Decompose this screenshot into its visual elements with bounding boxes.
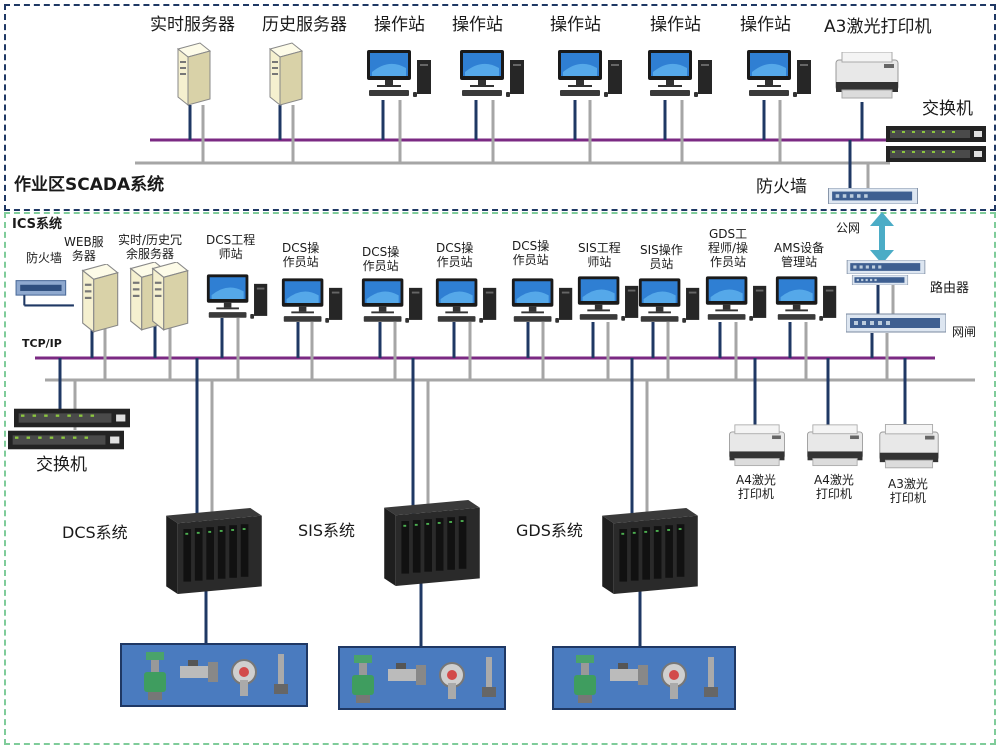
ics-firewall-icon <box>14 276 76 308</box>
ics-workstation-icon <box>637 278 703 326</box>
ics-switch-icon <box>14 408 130 428</box>
system-label: GDS系统 <box>516 521 583 540</box>
web-server-label: WEB服务器 <box>64 235 104 263</box>
scada-workstation-icon <box>458 50 528 100</box>
a3-printer-icon <box>876 424 942 472</box>
web-server-icon <box>76 264 120 334</box>
ics-firewall-label: 防火墙 <box>26 251 63 265</box>
field-instruments-icon <box>556 649 736 709</box>
scada-firewall-icon <box>828 188 918 204</box>
scada-device-label: 操作站 <box>452 15 503 35</box>
router-label: 路由器 <box>930 281 970 296</box>
scada-workstation-icon <box>365 50 435 100</box>
scada-realtime-server-icon <box>172 42 212 108</box>
dcs-cabinet-icon <box>164 508 264 594</box>
scada-zone-title: 作业区SCADA系统 <box>14 175 165 195</box>
public-network-double-arrow <box>870 212 894 264</box>
ics-station-label: DCS操作员站 <box>512 239 550 267</box>
ics-switch-icon <box>8 430 124 450</box>
ics-station-label: GDS工程师/操作员站 <box>708 227 749 269</box>
system-label: DCS系统 <box>62 523 128 542</box>
gateway-icon <box>846 312 946 334</box>
sis-field-instruments-panel <box>338 646 506 710</box>
ics-workstation-icon <box>280 278 346 326</box>
scada-a3-printer-icon <box>832 52 902 102</box>
scada-device-label: 操作站 <box>650 15 701 35</box>
ics-workstation-icon <box>510 278 576 326</box>
dcs-field-instruments-panel <box>120 643 308 707</box>
ics-switch-label: 交换机 <box>36 455 87 475</box>
scada-device-label: 历史服务器 <box>262 15 347 35</box>
gds-cabinet-icon <box>600 508 700 594</box>
system-label: SIS系统 <box>298 521 356 540</box>
field-instruments-icon <box>342 649 506 709</box>
scada-workstation-icon <box>745 50 815 100</box>
scada-switch-icon <box>886 146 986 162</box>
ics-station-label: DCS操作员站 <box>436 241 474 269</box>
scada-firewall-label: 防火墙 <box>756 177 807 197</box>
field-instruments-icon <box>124 646 308 706</box>
ics-workstation-icon <box>774 276 840 324</box>
ics-station-label: SIS工程师站 <box>578 241 621 269</box>
router-icon <box>846 260 926 274</box>
scada-switch-icon <box>886 126 986 142</box>
public-network-label: 公网 <box>836 221 861 235</box>
scada-device-label: 操作站 <box>740 15 791 35</box>
printer-label: A4激光打印机 <box>736 473 776 501</box>
printer-label: A3激光打印机 <box>888 477 928 505</box>
scada-device-label: 操作站 <box>550 15 601 35</box>
scada-workstation-icon <box>556 50 626 100</box>
ics-zone <box>4 212 996 745</box>
ics-workstation-icon <box>704 276 770 324</box>
router-icon <box>840 275 920 285</box>
gds-field-instruments-panel <box>552 646 736 710</box>
scada-device-label: 实时服务器 <box>150 15 235 35</box>
ics-workstation-icon <box>576 276 642 324</box>
ics-station-label: SIS操作员站 <box>640 243 683 271</box>
printer-label: A4激光打印机 <box>814 473 854 501</box>
redundant-server-icon <box>146 262 190 332</box>
scada-device-label: 操作站 <box>374 15 425 35</box>
tcpip-label: TCP/IP <box>22 337 62 350</box>
scada-history-server-icon <box>264 42 304 108</box>
sis-cabinet-icon <box>382 500 482 586</box>
ics-workstation-icon <box>434 278 500 326</box>
ics-station-label: DCS操作员站 <box>282 241 320 269</box>
ics-workstation-icon <box>205 274 271 322</box>
scada-zone <box>4 4 996 211</box>
scada-workstation-icon <box>646 50 716 100</box>
ics-station-label: AMS设备管理站 <box>774 241 825 269</box>
ics-zone-title: ICS系统 <box>12 217 62 232</box>
a4-printer-icon <box>726 424 788 470</box>
redundant-server-label: 实时/历史冗余服务器 <box>118 233 183 261</box>
gateway-label: 网闸 <box>952 325 977 339</box>
ics-station-label: DCS工程师站 <box>206 233 256 261</box>
ics-station-label: DCS操作员站 <box>362 245 400 273</box>
scada-device-label: A3激光打印机 <box>824 17 932 37</box>
a4-printer-icon <box>804 424 866 470</box>
ics-workstation-icon <box>360 278 426 326</box>
scada-switch-label: 交换机 <box>922 99 973 119</box>
